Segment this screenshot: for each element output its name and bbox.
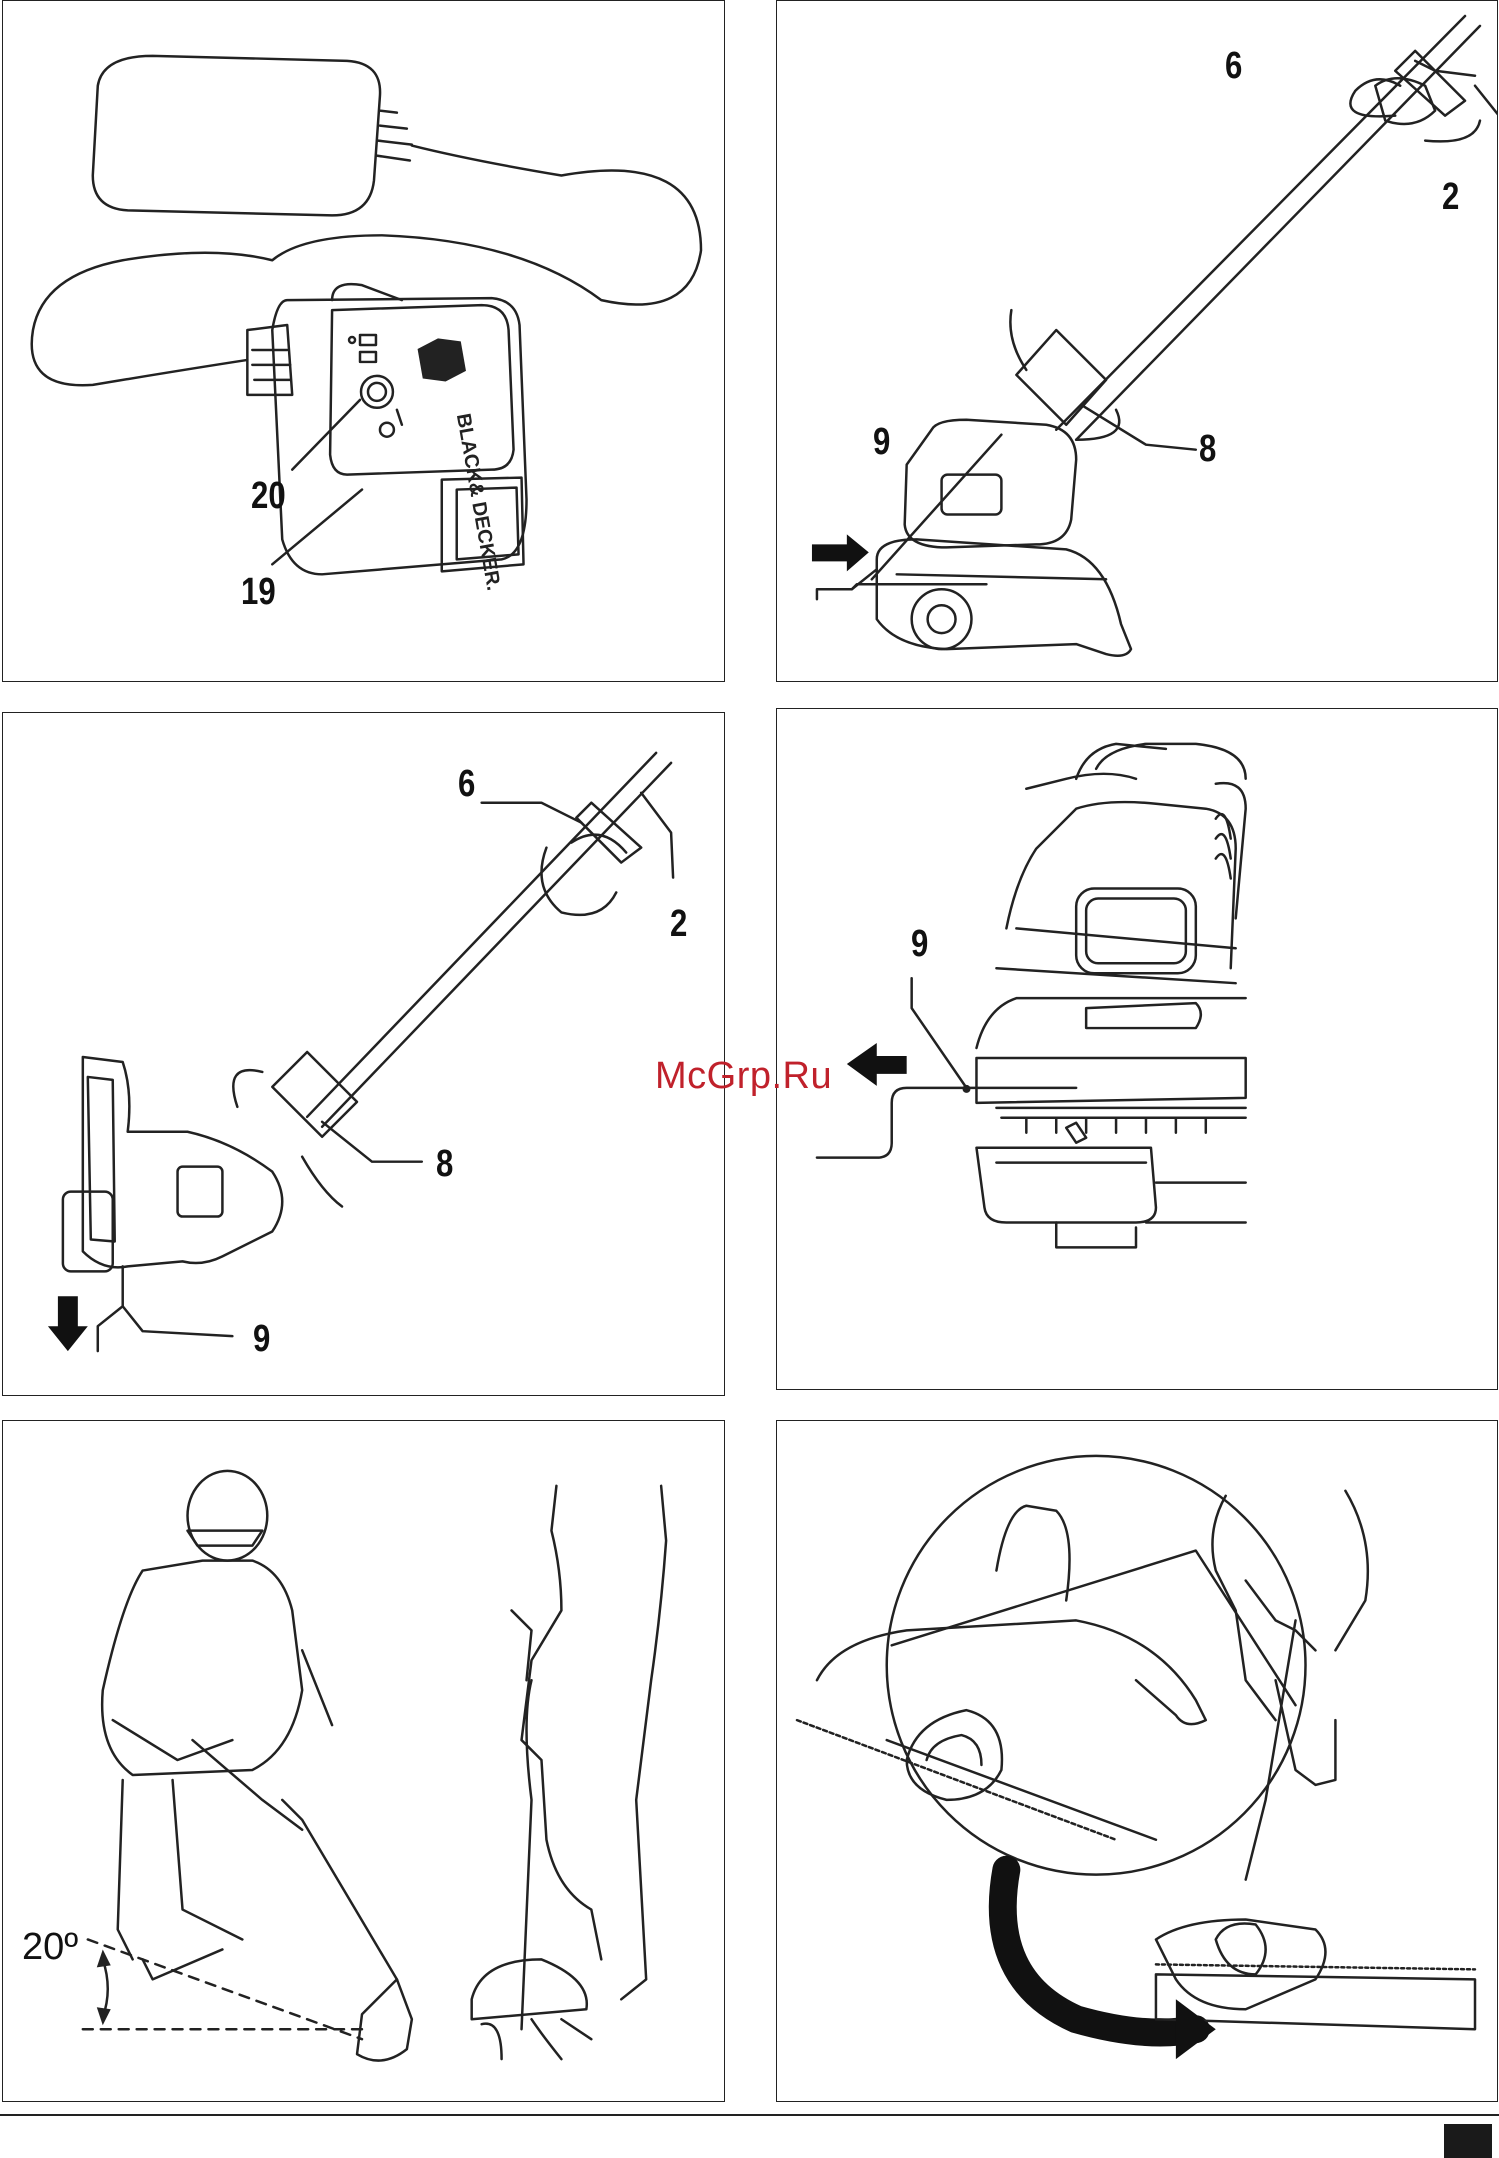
- callout-20: 20: [251, 475, 286, 518]
- callout-8: 8: [1199, 428, 1216, 471]
- callout-2: 2: [1442, 176, 1459, 219]
- trimmer-front-illustration: [777, 1, 1497, 681]
- trimming-operator-illustration: [3, 1421, 724, 2101]
- edging-operator-illustration: [777, 1421, 1497, 2101]
- callout-2: 2: [670, 903, 687, 946]
- figure-handle-adjust-front: 6 2 8 9: [776, 0, 1498, 682]
- edge-guide-illustration: [777, 709, 1497, 1389]
- callout-9: 9: [253, 1318, 270, 1361]
- footer-divider: [0, 2114, 1499, 2116]
- direction-arrow-right: [812, 534, 869, 571]
- angle-label: 20º: [22, 1926, 78, 1969]
- page-number-box: [1444, 2124, 1492, 2158]
- brand-logo-text: BLACK& DECKER.: [452, 412, 505, 593]
- watermark-text: McGrp.Ru: [655, 1055, 832, 1098]
- figure-handle-adjust-side: 6 2 8 9: [2, 712, 725, 1396]
- figure-trimming-position: 20º: [2, 1420, 725, 2102]
- callout-9: 9: [873, 421, 890, 464]
- callout-6: 6: [458, 763, 475, 806]
- figure-charger: BLACK& DECKER. 20 19: [2, 0, 725, 682]
- direction-arrow-down: [48, 1296, 88, 1351]
- direction-arrow-left: [847, 1043, 907, 1086]
- figure-edging-position: [776, 1420, 1498, 2102]
- callout-9: 9: [911, 923, 928, 966]
- callout-6: 6: [1225, 45, 1242, 88]
- callout-19: 19: [241, 571, 276, 614]
- figure-edge-guide: 9: [776, 708, 1498, 1390]
- charger-illustration: BLACK& DECKER.: [3, 1, 724, 681]
- trimmer-side-illustration: [3, 713, 724, 1395]
- callout-8: 8: [436, 1143, 453, 1186]
